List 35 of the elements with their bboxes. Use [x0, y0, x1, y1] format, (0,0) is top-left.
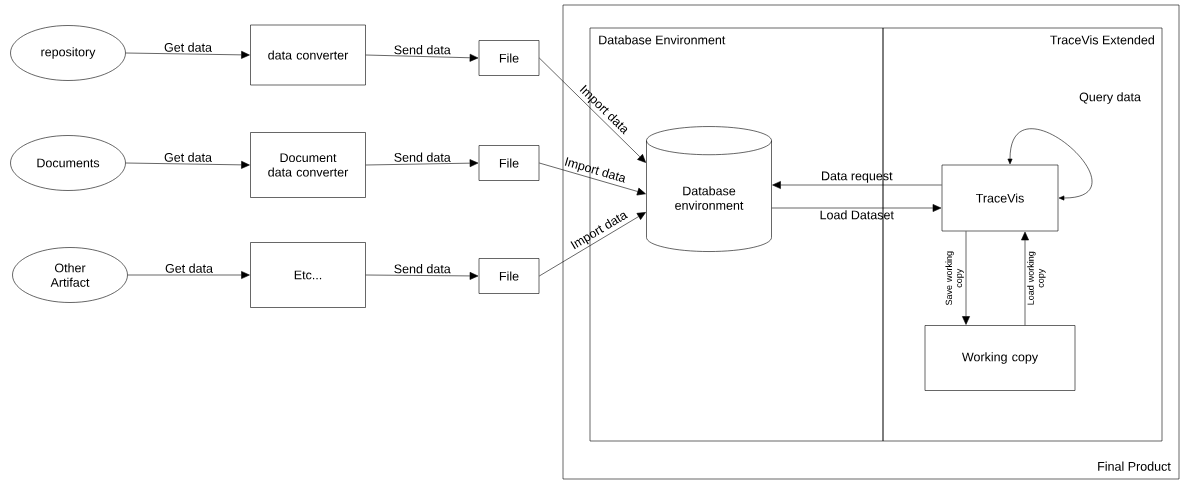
arrow: [127, 271, 250, 279]
edge-label: Send data: [394, 152, 451, 162]
process-box: Document data converter: [250, 132, 366, 198]
arrow: [125, 160, 250, 169]
arrow: [539, 57, 646, 163]
edge-label: Send data: [394, 45, 451, 55]
arrow: [539, 212, 646, 277]
arrow: [365, 159, 479, 168]
arrow: [772, 181, 942, 189]
process-box: Etc...: [250, 242, 366, 308]
file-box: File: [478, 258, 540, 294]
edge-label: Query data: [1079, 92, 1141, 104]
database-cylinder: Database environment: [646, 126, 772, 252]
arrow: [539, 162, 646, 196]
file-box: File: [478, 40, 540, 76]
file-box: File: [478, 145, 540, 181]
edge-label: Load working copy: [1027, 251, 1046, 305]
arrow: [1021, 231, 1029, 326]
arrow: [125, 50, 250, 59]
arrow: [365, 53, 479, 62]
process-box: data converter: [250, 24, 366, 86]
edge-label: Data request: [822, 171, 893, 183]
edge-label: Get data: [164, 42, 212, 52]
process-box: TraceVis: [941, 164, 1059, 232]
arrow: [365, 272, 479, 280]
edge-label: Send data: [394, 264, 451, 274]
process-box: Working copy: [924, 325, 1076, 391]
edge-label: Load Dataset: [820, 210, 894, 220]
edge-label: Get data: [165, 263, 213, 273]
edge-label: Import data: [564, 157, 625, 183]
arrow: [771, 204, 942, 212]
loop-arrow: [1007, 128, 1093, 201]
edge-label: Get data: [164, 152, 212, 162]
arrow: [962, 231, 970, 325]
edge-label: Save working copy: [945, 251, 964, 306]
